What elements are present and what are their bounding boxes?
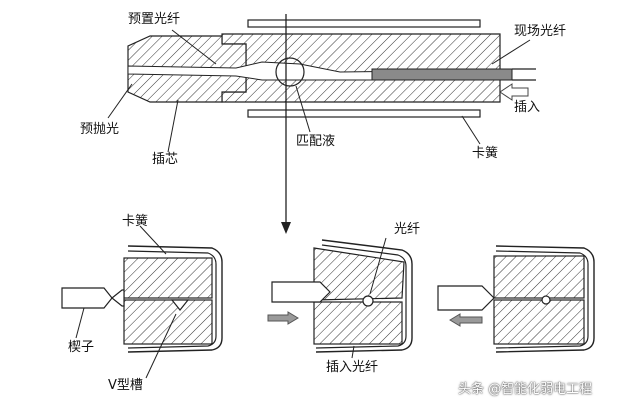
clip-spring-middle [315,239,413,353]
bottom-middle-detail [271,237,413,359]
withdraw-arrow-right-icon [449,313,483,327]
clip-spring-left [127,245,223,353]
sleeve-top [247,19,481,28]
label-matching-fluid: 匹配液 [296,134,336,149]
label-clip-spring-top: 卡簧 [472,146,499,161]
bottom-left-detail [61,225,223,379]
clip-spring-right [495,245,595,353]
matching-fluid-circle [275,57,305,87]
sleeve-bottom [247,109,481,118]
insert-arrow-icon [499,83,529,101]
wedge-left [61,287,113,309]
v-groove-left [170,299,190,311]
fiber-circle-right [541,295,551,305]
label-clip-spring: 卡簧 [122,214,149,229]
label-preset-fiber: 预置光纤 [128,12,181,27]
fiber-circle-middle [362,295,374,307]
top-connector [107,19,536,153]
watermark: 头条 @智能化弱电工程 [458,382,593,397]
label-wedge: 楔子 [68,340,95,355]
lower-block-right [493,299,585,345]
wedge-middle [271,281,331,303]
label-v-groove: V型槽 [108,378,143,393]
label-fiber: 光纤 [394,222,421,237]
lower-block-middle [313,301,403,345]
upper-block-left [123,257,213,299]
lower-block-left [123,299,213,345]
label-field-fiber: 现场光纤 [514,24,567,39]
label-ferrule: 插芯 [152,152,179,167]
wedge-right [437,285,495,311]
down-arrow-head-icon [281,222,291,234]
label-insert: 插入 [514,100,541,115]
insert-arrow-middle-icon [267,311,299,325]
upper-block-right [493,255,585,299]
label-pre-polish: 预抛光 [80,122,120,137]
label-insert-fiber: 插入光纤 [326,360,379,375]
field-fiber [371,68,513,81]
bottom-right-detail [437,245,595,353]
